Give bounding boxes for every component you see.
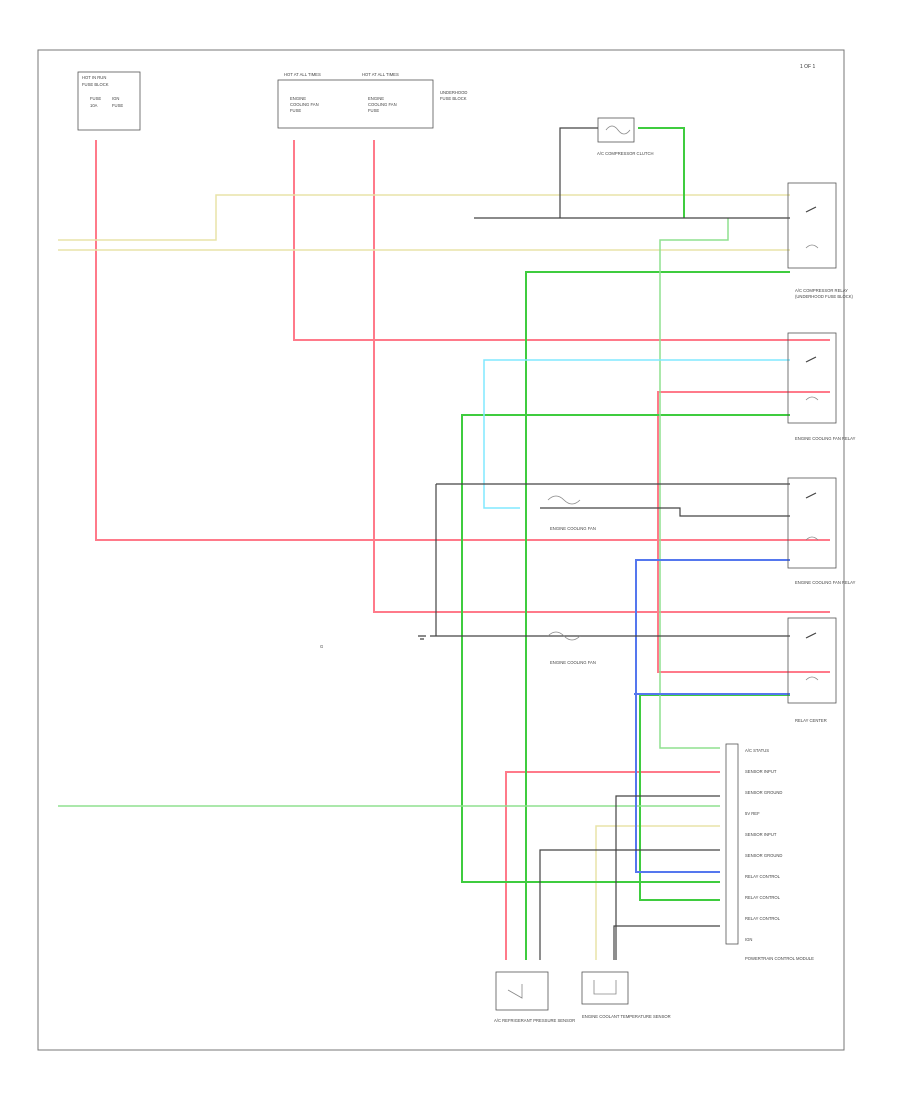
wire-black-ign [613, 925, 720, 960]
wire-red-mid2 [373, 140, 830, 613]
pcm-pin-label: SENSOR GROUND [745, 790, 782, 795]
svg-text:HOT AT ALL TIMES: HOT AT ALL TIMES [284, 72, 321, 77]
svg-text:FUSE BLOCK: FUSE BLOCK [440, 96, 467, 101]
pcm-pin-label: SENSOR INPUT [745, 769, 777, 774]
svg-text:(UNDERHOOD FUSE BLOCK): (UNDERHOOD FUSE BLOCK) [795, 294, 854, 299]
pcm-pin-label: A/C STATUS [745, 748, 769, 753]
fan-relay-2: ENGINE COOLING FAN RELAY [787, 477, 856, 585]
svg-text:ENGINE COOLANT TEMPERATURE SEN: ENGINE COOLANT TEMPERATURE SENSOR [582, 1014, 671, 1019]
svg-text:ENGINE COOLING FAN RELAY: ENGINE COOLING FAN RELAY [795, 580, 856, 585]
svg-text:HOT AT ALL TIMES: HOT AT ALL TIMES [362, 72, 399, 77]
ac-pressure-sensor: A/C REFRIGERANT PRESSURE SENSOR [494, 971, 575, 1023]
svg-text:COOLING FAN: COOLING FAN [368, 102, 397, 107]
fan-relay-1: ENGINE COOLING FAN RELAY [787, 332, 856, 441]
wire-black-gnd [615, 795, 720, 960]
wire-cyan [483, 359, 790, 509]
wire-lightgreen-relay [659, 218, 729, 749]
svg-text:10A: 10A [90, 103, 98, 108]
pcm-pin-label: IGN [745, 937, 752, 942]
fuse-block-mid: HOT AT ALL TIMES HOT AT ALL TIMES ENGINE… [277, 72, 467, 129]
svg-text:A/C REFRIGERANT PRESSURE SENSO: A/C REFRIGERANT PRESSURE SENSOR [494, 1018, 575, 1023]
ac-compressor-clutch: A/C COMPRESSOR CLUTCH [597, 117, 654, 156]
svg-text:FUSE: FUSE [290, 108, 301, 113]
wire-red-mid [293, 140, 830, 341]
fuse-block-left: HOT IN RUN FUSE BLOCK FUSE 10A IGN FUSE [77, 71, 141, 131]
wire-red-right [657, 391, 830, 673]
svg-text:ENGINE: ENGINE [368, 96, 384, 101]
svg-text:ENGINE COOLING FAN: ENGINE COOLING FAN [550, 526, 596, 531]
wire-green-clutch [638, 127, 685, 218]
wire-group [58, 127, 830, 960]
svg-text:ENGINE: ENGINE [290, 96, 306, 101]
pcm-pin-label: RELAY CONTROL [745, 895, 781, 900]
svg-text:A/C COMPRESSOR CLUTCH: A/C COMPRESSOR CLUTCH [597, 151, 654, 156]
svg-text:FUSE: FUSE [90, 96, 101, 101]
fan-motor-1: ENGINE COOLING FAN [547, 495, 596, 531]
svg-text:POWERTRAIN CONTROL MODULE: POWERTRAIN CONTROL MODULE [745, 956, 814, 961]
ground-symbol: G [320, 635, 426, 649]
svg-text:UNDERHOOD: UNDERHOOD [440, 90, 467, 95]
pcm-pin-label: RELAY CONTROL [745, 916, 781, 921]
svg-text:FUSE BLOCK: FUSE BLOCK [82, 82, 109, 87]
wire-blue-1 [635, 559, 790, 873]
wire-red-pcm [505, 771, 720, 960]
svg-text:A/C COMPRESSOR RELAY: A/C COMPRESSOR RELAY [795, 288, 848, 293]
svg-text:COOLING FAN: COOLING FAN [290, 102, 319, 107]
svg-text:IGN: IGN [112, 96, 119, 101]
svg-text:ENGINE COOLING FAN RELAY: ENGINE COOLING FAN RELAY [795, 436, 856, 441]
svg-text:RELAY CENTER: RELAY CENTER [795, 718, 827, 723]
svg-text:G: G [320, 644, 323, 649]
pcm-pin-label: SENSOR GROUND [745, 853, 782, 858]
wire-black-pcm [539, 849, 720, 960]
pcm-connector: POWERTRAIN CONTROL MODULE A/C STATUS SENS… [725, 743, 814, 961]
pcm-pin-label: RELAY CONTROL [745, 874, 781, 879]
wire-green-1 [525, 271, 790, 960]
pcm-pin-label: SENSOR INPUT [745, 832, 777, 837]
diagram-frame [37, 49, 845, 1051]
page-number: 1 OF 1 [800, 64, 816, 70]
wire-green-2 [461, 414, 790, 883]
svg-text:ENGINE COOLING FAN: ENGINE COOLING FAN [550, 660, 596, 665]
wire-tan-top [58, 194, 790, 241]
svg-text:HOT IN RUN: HOT IN RUN [82, 75, 106, 80]
wire-green-3 [639, 694, 790, 901]
wire-red-left [95, 140, 830, 541]
ect-sensor: ENGINE COOLANT TEMPERATURE SENSOR [581, 971, 671, 1019]
wire-black-clutch [559, 127, 598, 218]
ac-relay: A/C COMPRESSOR RELAY (UNDERHOOD FUSE BLO… [787, 182, 854, 299]
fan-relay-3: RELAY CENTER [787, 617, 837, 723]
pcm-pin-label: 5V REF [745, 811, 760, 816]
svg-text:FUSE: FUSE [112, 103, 123, 108]
wire-yellow-sensor [595, 825, 720, 960]
svg-text:FUSE: FUSE [368, 108, 379, 113]
fan-motor-2: ENGINE COOLING FAN [547, 631, 596, 665]
wire-black-fan1c [540, 507, 790, 517]
